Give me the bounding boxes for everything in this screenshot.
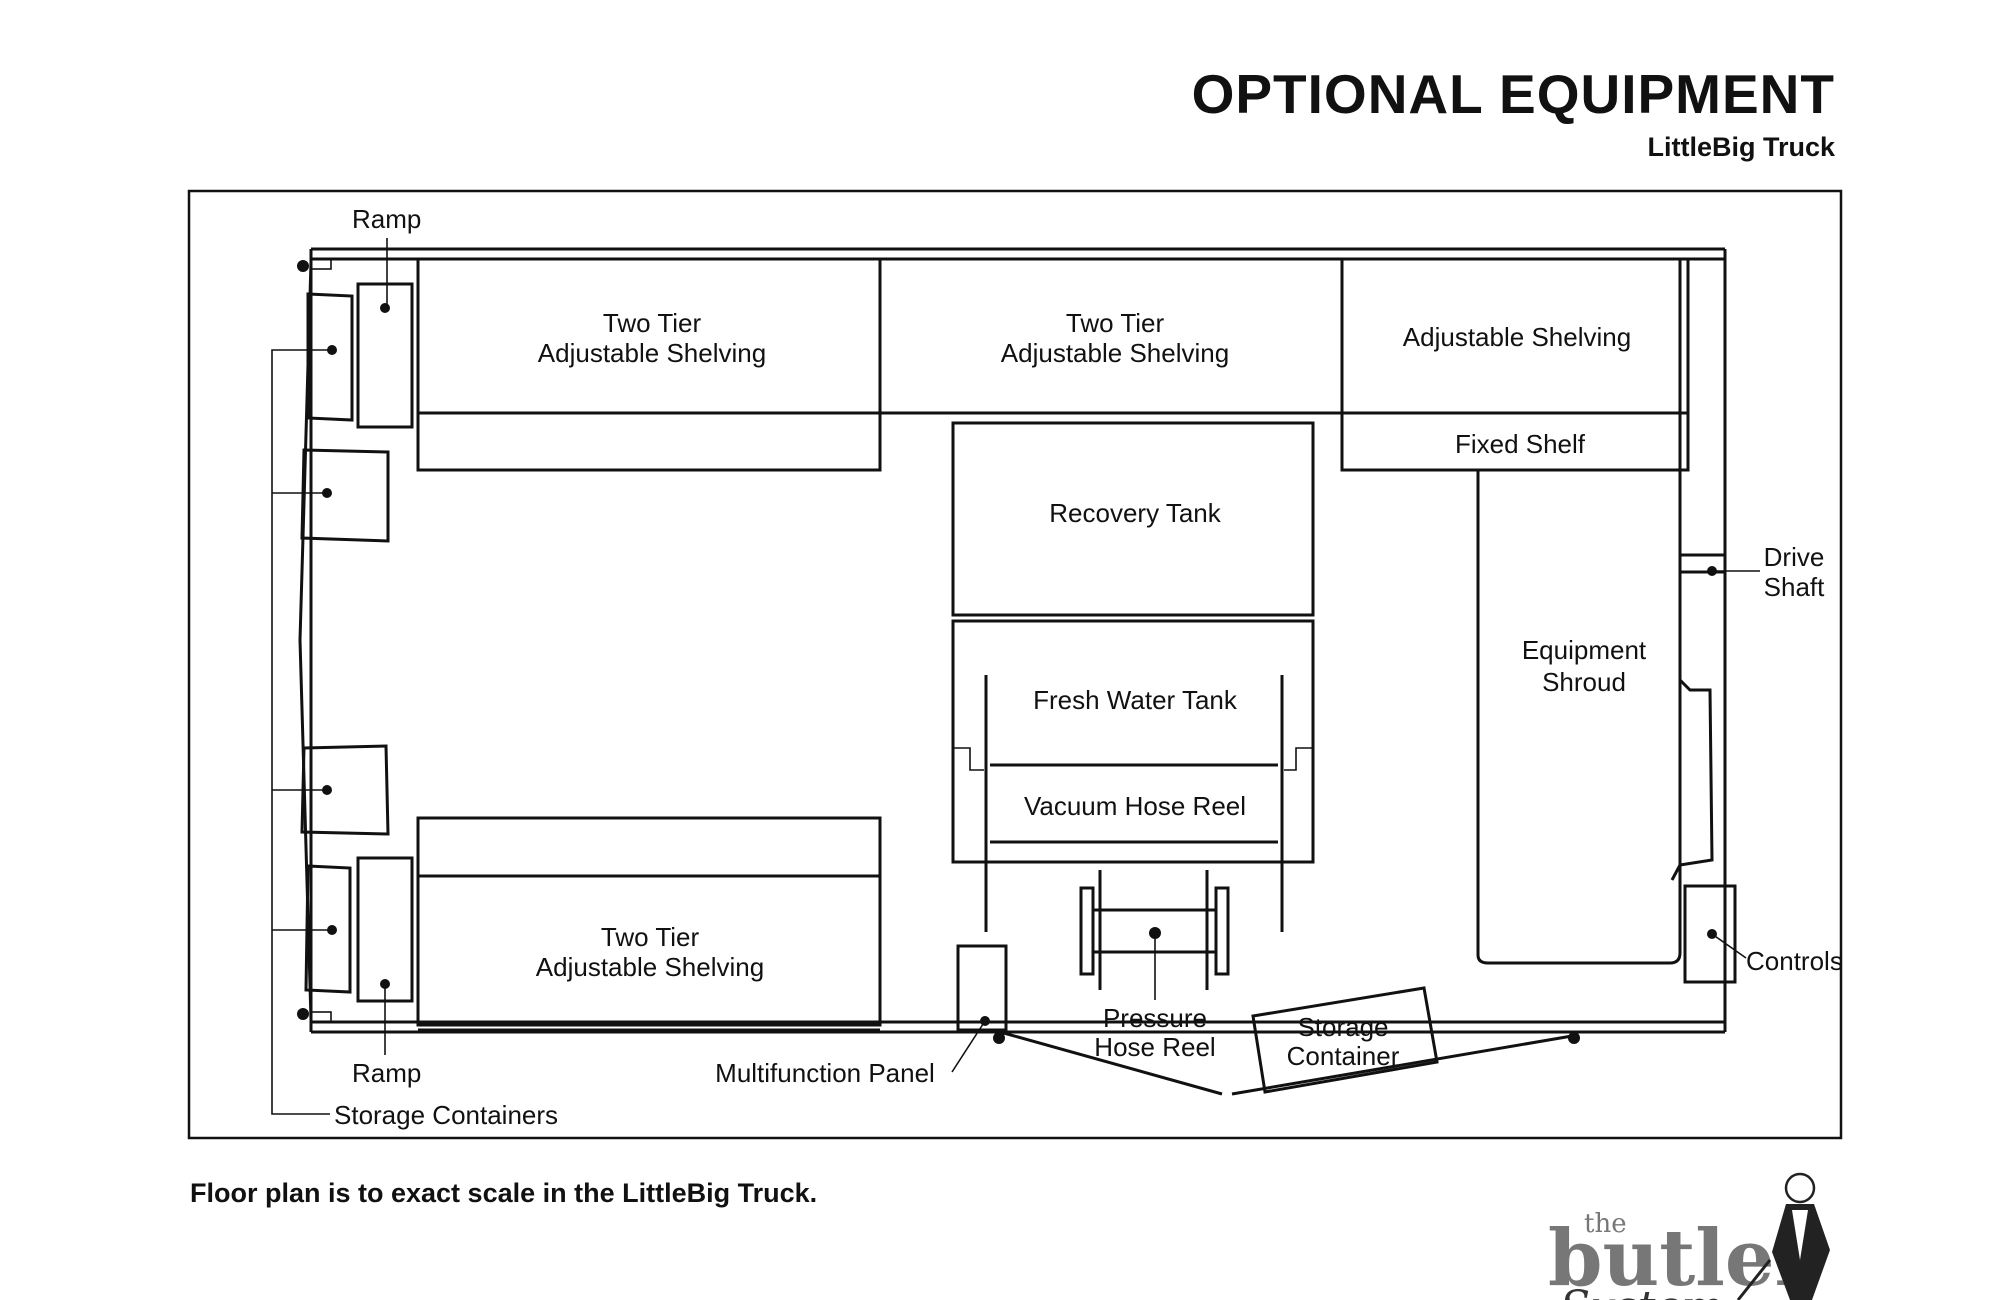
butler-system-logo: the butler System	[1548, 1172, 1830, 1300]
label-vacuum-hose-reel: Vacuum Hose Reel	[1024, 791, 1246, 821]
label-shelf-top-mid-2: Adjustable Shelving	[1001, 338, 1229, 368]
label-shelf-top-right: Adjustable Shelving	[1403, 322, 1631, 352]
label-multifunction-panel: Multifunction Panel	[715, 1058, 935, 1088]
label-shelf-top-left-2: Adjustable Shelving	[538, 338, 766, 368]
label-fresh-water-tank: Fresh Water Tank	[1033, 685, 1238, 715]
storage-container-side	[1251, 986, 1439, 1094]
side-door-walls	[999, 1030, 1573, 1096]
ramp-top	[356, 282, 414, 429]
label-storage-container-1: Storage	[1297, 1012, 1388, 1042]
label-controls: Controls	[1746, 946, 1843, 976]
label-pressure-hose-reel-2: Hose Reel	[1094, 1032, 1215, 1062]
label-shelf-bottom-2: Adjustable Shelving	[536, 952, 764, 982]
recovery-tank	[951, 421, 1315, 617]
logo-system: System	[1560, 1282, 1723, 1300]
storage-containers	[271, 238, 390, 1115]
label-pressure-hose-reel-1: Pressure	[1103, 1003, 1207, 1033]
label-drive-shaft-2: Shaft	[1764, 572, 1825, 602]
shelving-top-right	[1340, 257, 1690, 472]
page-subtitle: LittleBig Truck	[1647, 132, 1835, 162]
label-ramp-top: Ramp	[352, 204, 421, 234]
controls-box	[1683, 884, 1747, 984]
label-recovery-tank: Recovery Tank	[1049, 498, 1221, 528]
label-shelf-bottom-1: Two Tier	[601, 922, 700, 952]
butler-figure-icon	[1736, 1172, 1830, 1300]
multifunction-panel	[951, 944, 1008, 1073]
shelving-bottom	[416, 816, 882, 1032]
page-title: OPTIONAL EQUIPMENT	[1191, 63, 1835, 125]
logo-butler: butler	[1548, 1213, 1817, 1300]
label-shelf-top-mid-1: Two Tier	[1066, 308, 1165, 338]
label-storage-container-2: Container	[1287, 1041, 1400, 1071]
label-equipment-shroud-2: Shroud	[1542, 667, 1626, 697]
label-storage-containers: Storage Containers	[334, 1100, 558, 1130]
footnote: Floor plan is to exact scale in the Litt…	[190, 1178, 818, 1208]
label-equipment-shroud-1: Equipment	[1522, 635, 1647, 665]
logo-the: the	[1584, 1209, 1627, 1239]
label-drive-shaft-1: Drive	[1764, 542, 1825, 572]
ramp-bottom	[356, 856, 414, 1003]
label-fixed-shelf: Fixed Shelf	[1455, 429, 1586, 459]
label-shelf-top-left-1: Two Tier	[603, 308, 702, 338]
equipment-shroud	[1476, 470, 1682, 965]
pressure-hose-reel	[1079, 870, 1230, 1000]
label-ramp-bottom: Ramp	[352, 1058, 421, 1088]
fresh-water-tank	[951, 619, 1315, 932]
diagram-frame	[187, 189, 1843, 1140]
